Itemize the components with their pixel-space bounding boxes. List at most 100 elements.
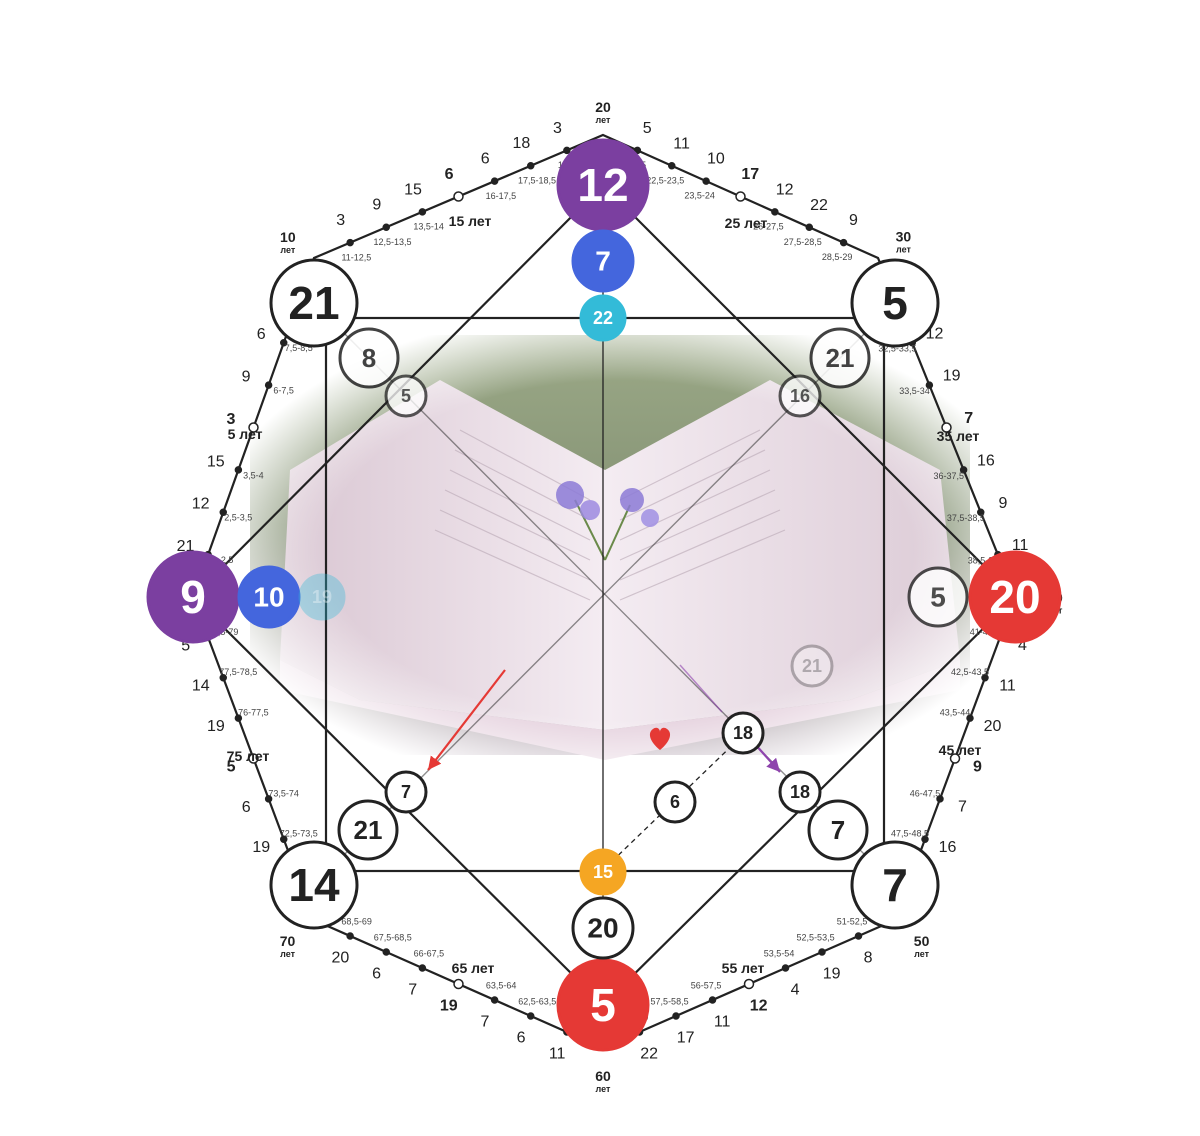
age-range-label: 37,5-38,5 bbox=[947, 513, 985, 523]
age-energy-number: 19 bbox=[943, 368, 961, 385]
age-range-label: 12,5-13,5 bbox=[374, 237, 412, 247]
decade-age-unit: лет bbox=[596, 1084, 611, 1094]
age-point bbox=[418, 964, 427, 972]
energy-number: 5 bbox=[401, 386, 411, 406]
age-range-label: 13,5-14 bbox=[413, 222, 444, 232]
age-range-label: 52,5-53,5 bbox=[797, 932, 835, 942]
age-point bbox=[959, 466, 968, 474]
center-node-c: 21 bbox=[790, 644, 834, 688]
top-right-corner-node: 5 bbox=[850, 258, 940, 348]
age-range-label: 1-2,5 bbox=[213, 555, 234, 565]
bottom-right-corner-node: 7 bbox=[850, 840, 940, 930]
age-point bbox=[280, 835, 288, 843]
bottom-inner-node-1: 20 bbox=[571, 896, 635, 960]
age-point bbox=[925, 381, 934, 389]
age-range-label: 63,5-64 bbox=[486, 980, 517, 990]
age-range-label: 32,5-33,5 bbox=[878, 344, 916, 354]
age-point bbox=[949, 753, 961, 764]
age-energy-number: 20 bbox=[332, 949, 350, 966]
age-energy-number: 7 bbox=[958, 799, 967, 816]
age-energy-number: 9 bbox=[372, 197, 381, 214]
age-range-label: 46-47,5 bbox=[910, 788, 941, 798]
age-point bbox=[936, 795, 944, 803]
age-energy-number: 22 bbox=[810, 197, 828, 214]
age-energy-number: 9 bbox=[999, 495, 1008, 512]
age-range-label: 42,5-43,5 bbox=[951, 667, 989, 677]
age-energy-number: 3 bbox=[553, 120, 562, 137]
energy-number: 16 bbox=[790, 386, 810, 406]
age-point bbox=[346, 238, 354, 247]
age-range-label: 47,5-48,5 bbox=[891, 829, 929, 839]
age-point bbox=[805, 223, 813, 231]
age-range-label: 67,5-68,5 bbox=[374, 932, 412, 942]
age-energy-number: 7 bbox=[408, 981, 417, 998]
energy-number: 7 bbox=[882, 859, 908, 911]
age-energy-number: 7 bbox=[964, 410, 973, 427]
age-energy-number: 6 bbox=[481, 151, 490, 168]
energy-number: 20 bbox=[587, 913, 618, 944]
mid-age-label: 75 лет bbox=[227, 748, 270, 764]
age-energy-number: 12 bbox=[750, 997, 768, 1014]
age-energy-number: 16 bbox=[939, 839, 957, 856]
age-point bbox=[702, 177, 710, 185]
energy-number: 5 bbox=[882, 277, 908, 329]
decade-age-label: 70 bbox=[280, 933, 296, 949]
top-main-node: 12 bbox=[556, 138, 650, 232]
top-right-inner-node-2: 16 bbox=[778, 374, 822, 418]
bottom-main-node: 5 bbox=[556, 958, 650, 1052]
age-point bbox=[781, 964, 790, 972]
age-energy-number: 10 bbox=[707, 151, 725, 168]
top-left-corner-node: 21 bbox=[269, 258, 359, 348]
age-point bbox=[921, 835, 929, 843]
bottom-left-inner-node-1: 21 bbox=[337, 799, 399, 861]
age-range-label: 57,5-58,5 bbox=[651, 996, 689, 1006]
age-energy-number: 14 bbox=[192, 678, 210, 695]
energy-number: 7 bbox=[595, 246, 611, 277]
age-energy-number: 11 bbox=[549, 1045, 566, 1062]
mid-age-label: 45 лет bbox=[939, 742, 982, 758]
age-energy-number: 12 bbox=[776, 181, 794, 198]
age-point bbox=[382, 223, 390, 231]
age-range-label: 27,5-28,5 bbox=[784, 237, 822, 247]
age-range-label: 26-27,5 bbox=[753, 221, 784, 231]
age-range-label: 16-17,5 bbox=[486, 191, 517, 201]
age-point bbox=[527, 162, 535, 170]
decade-age-label: 20 bbox=[595, 99, 611, 115]
decade-age-unit: лет bbox=[596, 115, 611, 125]
bottom-right-inner-node-1: 7 bbox=[807, 799, 869, 861]
age-point bbox=[264, 381, 273, 389]
age-point bbox=[941, 422, 952, 433]
age-point bbox=[708, 996, 717, 1004]
mid-age-label: 65 лет bbox=[452, 960, 495, 976]
age-energy-number: 9 bbox=[242, 369, 251, 386]
center-node-a: 18 bbox=[721, 711, 765, 755]
age-range-label: 17,5-18,5 bbox=[518, 175, 556, 185]
age-energy-number: 6 bbox=[242, 799, 251, 816]
decade-age-label: 60 bbox=[595, 1068, 611, 1084]
energy-number: 21 bbox=[802, 656, 822, 676]
energy-number: 8 bbox=[362, 343, 376, 373]
energy-number: 21 bbox=[288, 277, 339, 329]
age-point bbox=[818, 948, 826, 956]
decade-age-label: 10 bbox=[280, 229, 296, 245]
age-point bbox=[854, 932, 863, 940]
age-point bbox=[966, 714, 974, 722]
age-energy-number: 22 bbox=[640, 1045, 658, 1062]
age-point bbox=[453, 978, 464, 990]
left-inner-node-2: 19 bbox=[298, 573, 346, 621]
age-point bbox=[490, 177, 499, 185]
age-range-label: 72,5-73,5 bbox=[280, 829, 318, 839]
age-energy-number: 19 bbox=[440, 997, 458, 1014]
age-range-label: 28,5-29 bbox=[822, 252, 853, 262]
energy-number: 12 bbox=[577, 159, 628, 211]
age-range-label: 23,5-24 bbox=[684, 191, 715, 201]
decade-age-unit: лет bbox=[896, 244, 911, 254]
age-energy-number: 9 bbox=[973, 758, 982, 775]
age-point bbox=[280, 339, 288, 347]
energy-number: 19 bbox=[312, 587, 332, 607]
age-range-label: 62,5-63,5 bbox=[518, 996, 556, 1006]
energy-number: 22 bbox=[593, 308, 613, 328]
age-range-label: 53,5-54 bbox=[764, 948, 795, 958]
energy-number: 21 bbox=[354, 815, 383, 845]
